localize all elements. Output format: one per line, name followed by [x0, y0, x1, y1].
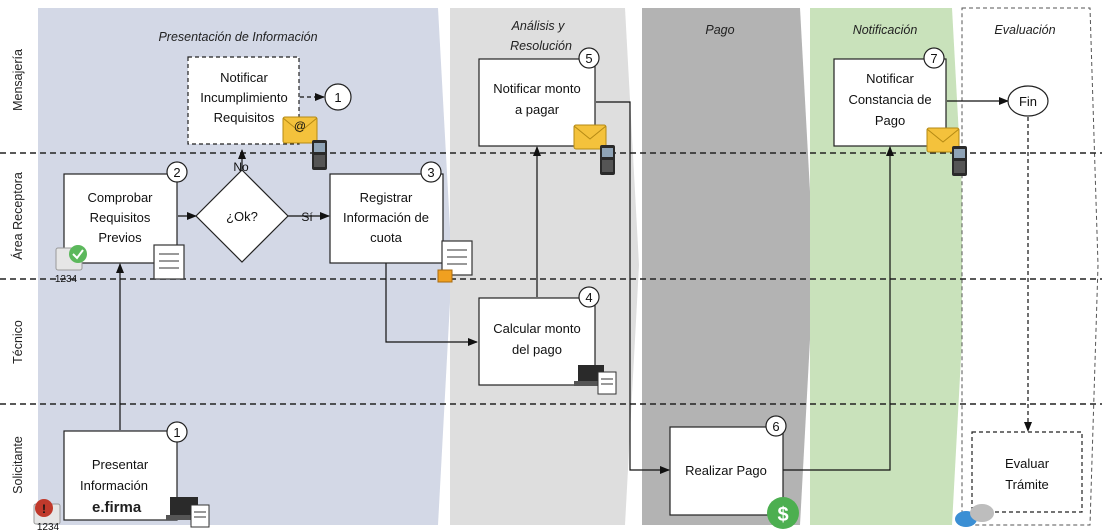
- flow-pago-to-constancia: [783, 146, 894, 471]
- box-notificar-monto-line2: a pagar: [515, 102, 560, 117]
- connector-back-to-start-label: 1: [334, 90, 341, 105]
- box-registrar-line3: cuota: [370, 230, 403, 245]
- step-number-circle-1: [166, 421, 188, 443]
- lane-label-solicitante: Solicitante: [11, 436, 25, 494]
- lane-label-tecnico: Técnico: [11, 320, 25, 364]
- box-registrar-line1: Registrar: [360, 190, 413, 205]
- step-number-circle-3: [420, 161, 442, 183]
- phase-title-analisis-2: Resolución: [510, 39, 572, 53]
- box-notificar-incumplimiento-line3: Requisitos: [214, 110, 275, 125]
- laptop-icon-presentar: [166, 497, 210, 528]
- document-icon-registrar: [437, 240, 473, 283]
- end-terminal-label: Fin: [1019, 94, 1037, 109]
- box-comprobar-line2: Requisitos: [90, 210, 151, 225]
- box-notificar-constancia-line2: Constancia de: [848, 92, 931, 107]
- email-icon-at: @: [294, 119, 306, 133]
- box-presentar-line2: Información: [80, 478, 148, 493]
- step-number-3: 3: [427, 165, 434, 180]
- box-presentar-line1: Presentar: [92, 457, 149, 472]
- dollar-icon-label: $: [777, 504, 788, 526]
- box-realizar-pago-line1: Realizar Pago: [685, 463, 767, 478]
- box-notificar-constancia-line1: Notificar: [866, 71, 914, 86]
- decision-label: ¿Ok?: [226, 209, 258, 224]
- lane-label-mensajeria: Mensajería: [11, 49, 25, 111]
- step-number-2: 2: [173, 165, 180, 180]
- step-number-circle-2: [166, 161, 188, 183]
- phase-bg-pago: [642, 8, 814, 525]
- phone-icon: [312, 140, 327, 170]
- decision-no-label: No: [233, 160, 249, 174]
- phase-title-analisis-1: Análisis y: [511, 19, 566, 33]
- phase-title-presentacion: Presentación de Información: [158, 30, 317, 44]
- phase-title-notificacion: Notificación: [853, 23, 918, 37]
- box-evaluar: Evaluar Trámite: [971, 431, 1083, 513]
- lane-label-area-receptora: Área Receptora: [10, 172, 25, 260]
- decision-ok: ¿Ok? No Sí: [195, 160, 313, 263]
- box-notificar-monto-line1: Notificar monto: [493, 81, 580, 96]
- end-terminal: Fin: [1007, 85, 1049, 117]
- id-card-check-icon: 1234: [55, 245, 87, 285]
- box-calcular-line1: Calcular monto: [493, 321, 580, 336]
- email-icon: @: [282, 116, 318, 144]
- box-calcular: Calcular monto del pago 4: [478, 286, 600, 386]
- box-realizar-pago: Realizar Pago 6: [669, 415, 787, 516]
- step-number-circle-6: [765, 415, 787, 437]
- phase-bg-evaluacion: [961, 7, 1099, 526]
- box-comprobar: Comprobar Requisitos Previos 2: [63, 161, 188, 264]
- box-evaluar-line1: Evaluar: [1005, 456, 1050, 471]
- box-notificar-incumplimiento: Notificar Incumplimiento Requisitos: [187, 56, 300, 145]
- phone-icon-constancia: [952, 146, 967, 176]
- dollar-icon: $: [767, 497, 799, 529]
- flow-registrar-to-calcular: [385, 263, 478, 346]
- svg-text:!: !: [42, 502, 46, 516]
- box-notificar-incumplimiento-line2: Incumplimiento: [200, 90, 287, 105]
- efirma-logo: e.firma: [92, 499, 142, 516]
- box-presentar: Presentar Información 1: [63, 421, 188, 521]
- phase-title-evaluacion: Evaluación: [994, 23, 1055, 37]
- id-card-number: 1234: [55, 274, 78, 285]
- alert-id-number: 1234: [37, 522, 60, 531]
- email-icon-constancia: [926, 127, 960, 153]
- box-notificar-constancia-line3: Pago: [875, 113, 905, 128]
- step-number-4: 4: [585, 290, 592, 305]
- connector-back-to-start: 1: [324, 83, 352, 111]
- box-comprobar-line1: Comprobar: [87, 190, 153, 205]
- phase-title-pago: Pago: [705, 23, 734, 37]
- box-evaluar-line2: Trámite: [1005, 477, 1049, 492]
- step-number-circle-7: [923, 47, 945, 69]
- step-number-5: 5: [585, 51, 592, 66]
- efirma-label: e.firma: [92, 499, 142, 516]
- box-registrar: Registrar Información de cuota 3: [329, 161, 444, 264]
- box-calcular-line2: del pago: [512, 342, 562, 357]
- box-registrar-line2: Información de: [343, 210, 429, 225]
- email-icon-monto: [573, 124, 607, 150]
- phase-bg-presentacion: [38, 8, 452, 525]
- chat-icon: [955, 504, 994, 527]
- decision-yes-label: Sí: [301, 210, 313, 224]
- laptop-icon-calcular: [574, 365, 617, 395]
- step-number-1: 1: [173, 425, 180, 440]
- step-number-circle-5: [578, 47, 600, 69]
- document-icon-comprobar: [153, 244, 185, 280]
- step-number-circle-4: [578, 286, 600, 308]
- step-number-7: 7: [930, 51, 937, 66]
- alert-icon: ! 1234: [33, 499, 61, 531]
- flow-notificar-monto-to-pago: [596, 101, 670, 474]
- phone-icon-monto: [600, 145, 615, 175]
- step-number-6: 6: [772, 419, 779, 434]
- box-notificar-incumplimiento-line1: Notificar: [220, 70, 268, 85]
- box-comprobar-line3: Previos: [98, 230, 142, 245]
